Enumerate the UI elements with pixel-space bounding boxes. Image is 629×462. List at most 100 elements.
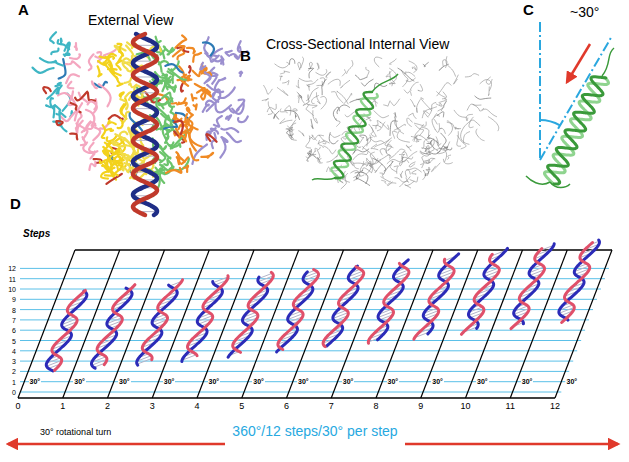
vertical-axis-line (539, 22, 541, 160)
protein-ribbon (179, 103, 187, 106)
protein-ribbon (116, 165, 122, 172)
wireframe-trace (387, 157, 403, 163)
protein-ribbon (168, 51, 173, 55)
caption-text: Steps (22, 229, 51, 239)
base-pair (258, 273, 272, 278)
wireframe-trace (428, 102, 435, 116)
wireframe-trace (322, 79, 326, 95)
wireframe-trace (388, 182, 396, 186)
protein-ribbon (120, 92, 124, 96)
wireframe-trace (394, 166, 398, 173)
wireframe-trace (389, 59, 396, 64)
step-line (20, 371, 569, 372)
protein-ribbon (55, 83, 60, 86)
wireframe-trace (308, 62, 312, 70)
wireframe-trace (444, 147, 452, 150)
position-number: 5 (239, 402, 244, 411)
protein-ribbon (75, 43, 77, 50)
wireframe-trace (367, 137, 372, 146)
wireframe-trace (438, 144, 447, 150)
step-number: 7 (12, 316, 16, 323)
wireframe-trace (444, 147, 448, 149)
wireframe-trace (298, 94, 301, 99)
protein-ribbon (64, 53, 70, 56)
dna-step-helix-strand (91, 288, 132, 368)
wireframe-trace (277, 88, 288, 96)
protein-ribbon (56, 121, 62, 125)
protein-ribbon (75, 92, 87, 101)
wireframe-trace (385, 140, 391, 149)
position-number: 10 (460, 402, 470, 411)
wireframe-trace (306, 104, 314, 115)
wireframe-trace (475, 96, 491, 99)
wireframe-trace (439, 142, 450, 154)
protein-ribbon (157, 128, 169, 138)
wireframe-trace (435, 124, 439, 133)
wireframe-trace (286, 129, 293, 139)
wireframe-trace (378, 155, 390, 161)
dna-step-helix-strand (414, 259, 454, 339)
wireframe-trace (409, 113, 417, 118)
protein-ribbon (102, 125, 105, 138)
protein-ribbon (170, 142, 174, 148)
protein-ribbon (89, 143, 97, 152)
wireframe-trace (391, 99, 400, 106)
wireframe-trace (414, 135, 431, 144)
protein-ribbon (43, 87, 50, 93)
wireframe-trace (329, 133, 338, 144)
wireframe-trace (454, 75, 459, 84)
protein-ribbon (226, 115, 231, 120)
wireframe-trace (354, 175, 364, 178)
protein-ribbon (103, 162, 109, 172)
wireframe-trace (461, 127, 469, 144)
wireframe-trace (434, 114, 439, 118)
wireframe-trace (486, 77, 492, 84)
wireframe-trace (410, 177, 418, 182)
protein-ribbon (93, 128, 100, 141)
wireframe-trace (394, 124, 405, 130)
dna-step-helix-strand (323, 267, 364, 347)
protein-ribbon (205, 53, 219, 62)
helix-loop (312, 74, 398, 180)
protein-ribbon (98, 66, 102, 76)
angle-label: 30° (252, 378, 265, 385)
protein-ribbon (221, 56, 223, 64)
wireframe-trace (465, 74, 478, 77)
protein-ribbon (187, 108, 193, 115)
protein-ribbon (229, 108, 239, 113)
wireframe-trace (400, 178, 409, 187)
wireframe-trace (455, 127, 458, 129)
wireframe-trace (354, 163, 368, 165)
wireframe-trace (401, 70, 408, 87)
wireframe-trace (309, 135, 316, 140)
wireframe-trace (280, 109, 287, 113)
wireframe-trace (412, 67, 416, 70)
protein-ribbon (50, 32, 56, 43)
wireframe-trace (309, 68, 314, 78)
wireframe-trace (418, 85, 423, 92)
position-number: 3 (150, 402, 155, 411)
protein-ribbon (193, 53, 201, 62)
step-number: 5 (12, 337, 16, 344)
protein-ribbon (219, 87, 235, 98)
protein-ribbon (221, 137, 227, 142)
wireframe-trace (332, 92, 343, 103)
wireframe-trace (308, 151, 311, 155)
caption-text: ~30° (570, 5, 599, 19)
step-number: 1 (12, 378, 16, 385)
step-number: 8 (12, 306, 16, 313)
dna-step-helix-strand (233, 272, 274, 352)
wireframe-trace (317, 157, 321, 162)
wireframe-trace (371, 144, 378, 150)
dna-step-helix-strand (278, 270, 319, 350)
dna-step-helix-strand (468, 248, 507, 328)
wireframe-trace (359, 136, 364, 144)
protein-ribbon (238, 117, 248, 122)
position-number: 0 (15, 402, 20, 411)
wireframe-trace (292, 120, 296, 138)
angle-label: 30° (342, 378, 355, 385)
wireframe-trace (398, 68, 414, 81)
grid-slanted-line (510, 250, 567, 398)
protein-ribbon (189, 66, 190, 72)
